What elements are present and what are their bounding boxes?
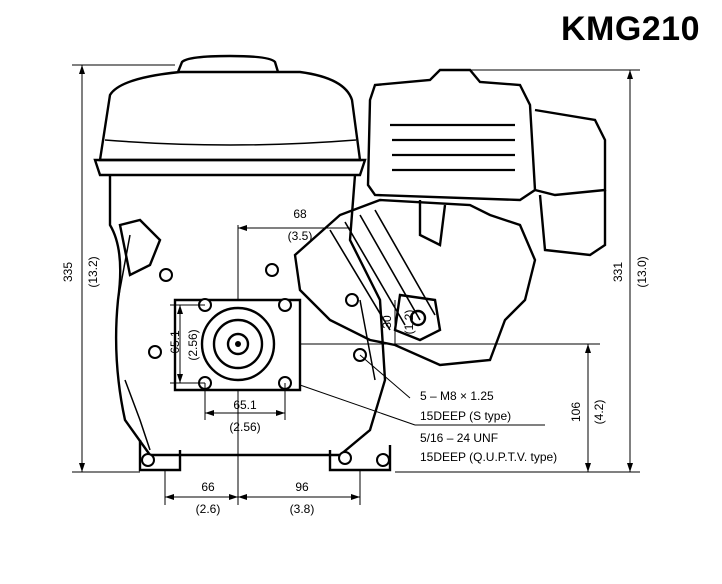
base-left-inch: (2.6) <box>196 502 221 516</box>
note-line-4: 15DEEP (Q.U.P.T.V. type) <box>420 450 557 464</box>
shaft-to-head-mm: 68 <box>293 207 307 221</box>
thread-notes: 5 – M8 × 1.25 15DEEP (S type) 5/16 – 24 … <box>420 389 557 464</box>
pto-height-mm: 106 <box>569 402 583 422</box>
note-line-1: 5 – M8 × 1.25 <box>420 389 494 403</box>
shaft-offset-mm: 30 <box>380 315 394 329</box>
note-line-3: 5/16 – 24 UNF <box>420 431 498 445</box>
pto-height-inch: (4.2) <box>592 400 606 425</box>
overall-height-mm: 335 <box>61 262 75 282</box>
note-line-2: 15DEEP (S type) <box>420 409 511 423</box>
dimension-labels: 335 (13.2) 331 (13.0) 106 (4.2) 68 (3.5)… <box>61 207 649 516</box>
shaft-to-head-inch: (3.5) <box>288 229 313 243</box>
fuel-tank <box>93 54 367 177</box>
mounting-flange <box>141 263 390 467</box>
cooling-fan-housing <box>366 68 607 257</box>
bolt-vertical-mm: 65.1 <box>168 330 182 354</box>
bolt-vertical-inch: (2.56) <box>186 329 200 360</box>
right-height-mm: 331 <box>611 262 625 282</box>
model-title: KMG210 <box>560 10 700 48</box>
base-right-mm: 96 <box>295 480 309 494</box>
overall-height-inch: (13.2) <box>86 256 100 287</box>
base-left-mm: 66 <box>201 480 215 494</box>
bolt-horizontal-inch: (2.56) <box>229 420 260 434</box>
shaft-offset-inch: (1.2) <box>402 310 416 335</box>
dimension-lines <box>72 64 640 505</box>
cylinder-head <box>293 198 537 367</box>
right-height-inch: (13.0) <box>635 256 649 287</box>
base-right-inch: (3.8) <box>290 502 315 516</box>
bolt-horizontal-mm: 65.1 <box>233 398 257 412</box>
